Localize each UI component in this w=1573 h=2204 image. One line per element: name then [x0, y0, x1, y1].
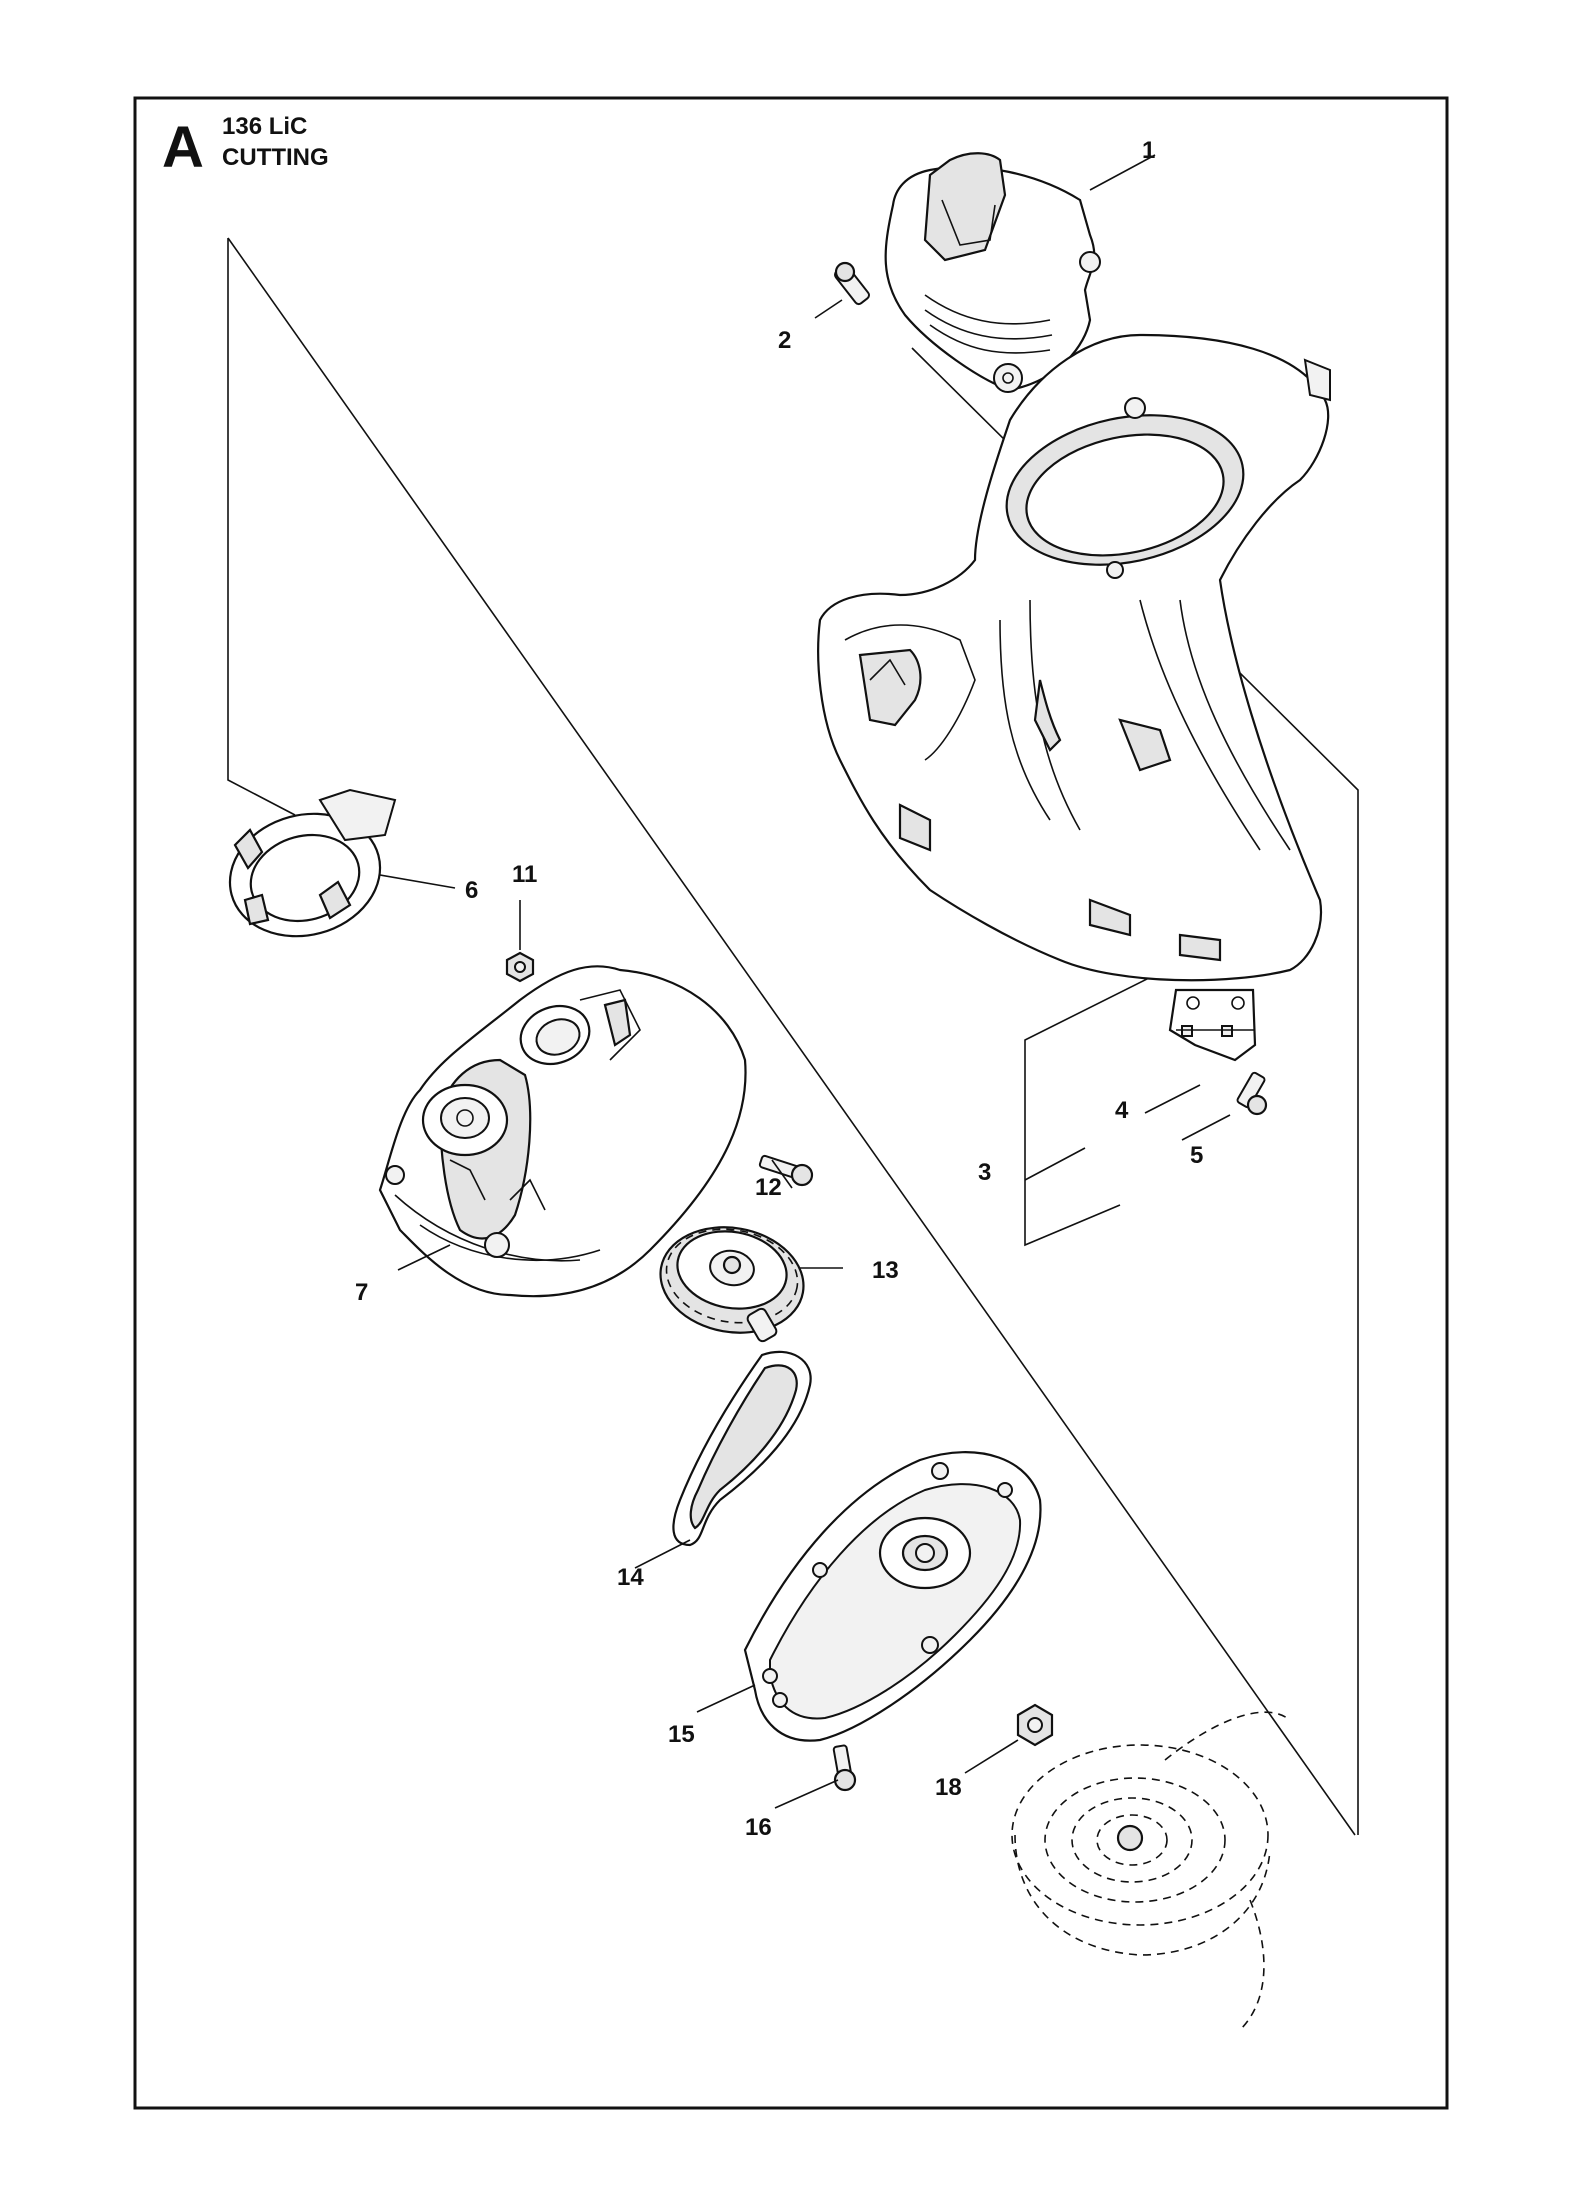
- section-letter: A: [162, 115, 204, 180]
- part-2-screw: [814, 261, 871, 319]
- callout-2: 2: [778, 327, 791, 354]
- part-4-plate: [1168, 988, 1257, 1062]
- part-16-screw: [832, 1744, 857, 1792]
- callout-leaders: [379, 154, 1231, 1809]
- page-frame: [133, 96, 1449, 2110]
- callout-7: 7: [355, 1279, 368, 1306]
- part-5-screw: [1236, 1071, 1268, 1116]
- part-14-belt: [672, 1350, 812, 1547]
- part-12-bolt: [758, 1154, 814, 1187]
- callout-4: 4: [1115, 1097, 1129, 1124]
- model-title: 136 LiC: [222, 113, 307, 140]
- callout-11: 11: [512, 861, 537, 888]
- trimmer-head-reference: [1011, 1711, 1291, 2031]
- callout-12: 12: [755, 1174, 782, 1201]
- group-title: CUTTING: [222, 144, 329, 171]
- callout-6: 6: [465, 877, 478, 904]
- callout-3: 3: [978, 1159, 991, 1186]
- callout-16: 16: [745, 1814, 772, 1841]
- callout-labels: 1 2 3 4 5 6 7 11 12 13 14 15 16 18: [355, 137, 1203, 1841]
- part-3-guard: [817, 333, 1331, 982]
- diagram-header: A 136 LiC CUTTING: [162, 113, 329, 180]
- callout-14: 14: [617, 1564, 644, 1591]
- part-7-gear-housing: [378, 965, 747, 1298]
- part-18-nut: [1016, 1703, 1054, 1747]
- part-6-ring-clip: [228, 788, 397, 938]
- callout-18: 18: [935, 1774, 962, 1801]
- callout-15: 15: [668, 1721, 695, 1748]
- part-1-switch-housing: [884, 152, 1101, 393]
- part-15-cover-plate: [743, 1451, 1042, 1742]
- part-13-gear: [659, 1226, 805, 1343]
- callout-1: 1: [1142, 137, 1155, 164]
- part-11-nut: [505, 900, 535, 983]
- callout-5: 5: [1190, 1142, 1203, 1169]
- callout-13: 13: [872, 1257, 899, 1284]
